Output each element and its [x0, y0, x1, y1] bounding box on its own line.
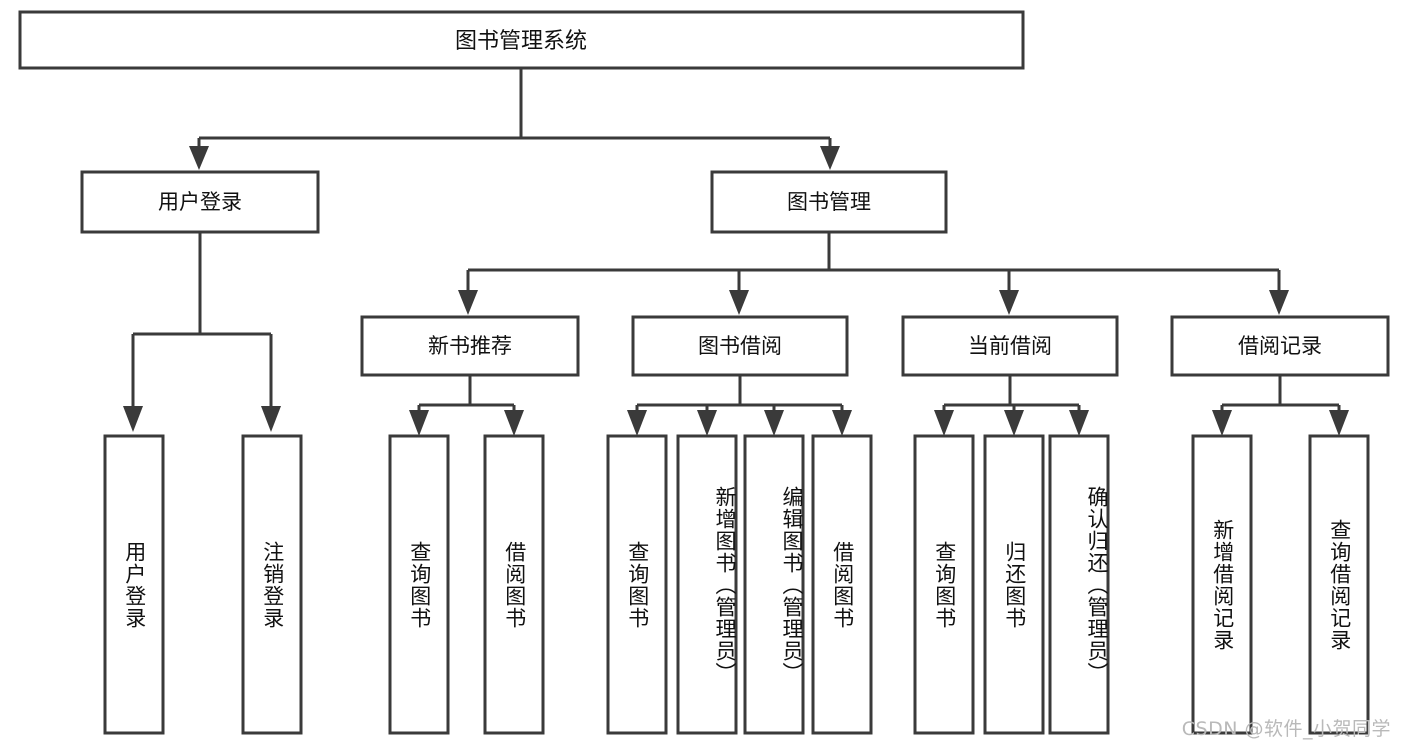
arrow-to-leaf-logout-login [261, 406, 281, 432]
node-book-management-system[interactable]: 图书管理系统 [18, 10, 1025, 70]
node-box-book-management[interactable] [710, 170, 948, 234]
node-label-title: 图书管理系统 [455, 29, 587, 54]
arrow-to-leaf-confirm-return [1069, 410, 1089, 436]
node-box-title[interactable] [18, 10, 1025, 70]
arrow-to-leaf-query-book-3 [934, 410, 954, 436]
leaf-box-return-book[interactable] [983, 434, 1045, 735]
node-label-user-login: 用户登录 [158, 190, 242, 214]
node-box-book-borrow[interactable] [631, 315, 849, 377]
leaf-box-add-book[interactable] [676, 434, 738, 735]
arrow-to-user-login [189, 146, 209, 170]
arrow-to-book-borrow [729, 290, 749, 315]
node-box-new-book-recommend[interactable] [360, 315, 580, 377]
node-box-borrow-record[interactable] [1170, 315, 1390, 377]
node-label-borrow-record: 借阅记录 [1238, 334, 1322, 358]
leaf-box-query-book-2[interactable] [606, 434, 668, 735]
leaf-box-query-record[interactable] [1308, 434, 1370, 735]
leaf-box-confirm-return[interactable] [1048, 434, 1110, 735]
csdn-watermark: CSDN @软件_小贺同学 [1181, 718, 1391, 740]
arrow-to-new-book-recommend [458, 290, 478, 315]
arrow-to-leaf-user-login [123, 406, 143, 432]
arrow-to-current-borrow [999, 290, 1019, 315]
arrow-to-leaf-edit-book [764, 410, 784, 436]
node-box-current-borrow[interactable] [901, 315, 1119, 377]
node-book-borrow[interactable]: 图书借阅 [631, 315, 849, 377]
arrow-to-borrow-record [1269, 290, 1289, 315]
leaf-box-user-login[interactable] [103, 434, 165, 735]
arrow-to-leaf-query-record [1329, 410, 1349, 436]
leaf-box-edit-book[interactable] [743, 434, 805, 735]
node-label-book-management: 图书管理 [787, 190, 871, 214]
node-label-book-borrow: 图书借阅 [698, 334, 782, 358]
node-label-current-borrow: 当前借阅 [968, 334, 1052, 358]
leaf-box-query-book-1[interactable] [388, 434, 450, 735]
arrow-to-leaf-borrow-book-2 [832, 410, 852, 436]
arrow-to-book-management [820, 146, 840, 170]
node-user-login[interactable]: 用户登录 [80, 170, 320, 234]
leaf-box-add-record[interactable] [1191, 434, 1253, 735]
arrow-to-leaf-query-book-1 [409, 410, 429, 436]
arrow-to-leaf-add-record [1212, 410, 1232, 436]
arrow-to-leaf-add-book [697, 410, 717, 436]
arrow-to-leaf-borrow-book-1 [504, 410, 524, 436]
arrow-to-leaf-return-book [1004, 410, 1024, 436]
leaf-box-logout-login[interactable] [241, 434, 303, 735]
node-borrow-record[interactable]: 借阅记录 [1170, 315, 1390, 377]
node-new-book-recommend[interactable]: 新书推荐 [360, 315, 580, 377]
leaf-box-query-book-3[interactable] [913, 434, 975, 735]
node-label-new-book-recommend: 新书推荐 [428, 334, 512, 358]
leaf-box-borrow-book-2[interactable] [811, 434, 873, 735]
leaf-box-borrow-book-1[interactable] [483, 434, 545, 735]
node-book-management[interactable]: 图书管理 [710, 170, 948, 234]
arrow-to-leaf-query-book-2 [627, 410, 647, 436]
node-current-borrow[interactable]: 当前借阅 [901, 315, 1119, 377]
